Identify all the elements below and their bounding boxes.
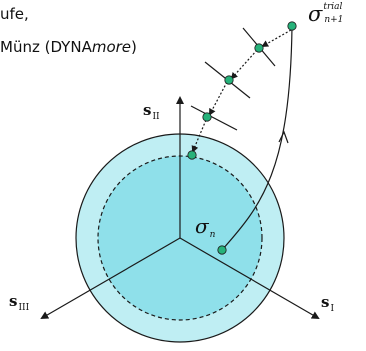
axis-s1 [179,237,320,320]
point-iterate-1 [254,43,264,53]
return-step-1 [261,29,292,47]
caption-close: ) [131,38,137,56]
axis-label-s3: sIII [9,292,30,313]
axis-label-s1: sI [321,293,335,314]
point-sigma-n [217,245,227,255]
caption-line-2: Münz (DYNAmore) [0,38,137,56]
tangent-line-3 [190,105,238,131]
return-step-2 [230,49,258,80]
caption-line-1: ufe, [0,5,29,23]
label-sigma-n: σn [195,214,216,240]
axis-s3 [40,237,181,320]
point-sigma-trial [287,21,297,31]
point-iterate-2 [224,75,234,85]
trial-path [221,26,293,251]
caption-italic: more [91,38,132,56]
return-step-4 [191,119,207,153]
return-step-3 [209,81,228,116]
point-iterate-3 [202,112,212,122]
label-sigma-trial: σ trial n+1 [308,2,344,26]
caption-author: Münz (DYNA [0,38,92,56]
point-on-yield-surface [187,150,197,160]
axis-label-s2: sII [143,101,160,122]
trial-path-arrowhead [278,130,289,144]
